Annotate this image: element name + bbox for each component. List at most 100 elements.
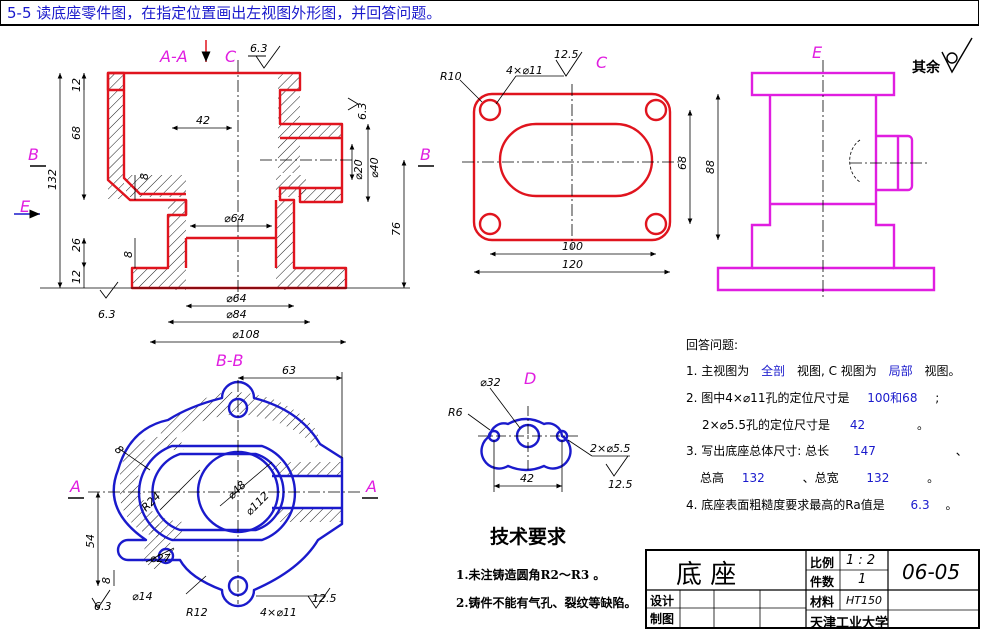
q2b-suffix: 。: [916, 418, 929, 432]
dim-d-holes: 2×⌀5.5: [590, 442, 630, 455]
drawing-number: 06-05: [902, 560, 961, 584]
q3b-prefix: 总高: [700, 471, 725, 485]
material-value: HT150: [846, 594, 882, 607]
left-view-e: E 其余: [716, 37, 973, 300]
q3b-answer-width: 132: [866, 471, 890, 485]
dim-76: 76: [390, 222, 403, 236]
quantity-label: 件数: [810, 575, 835, 589]
left-view-intersection: [849, 139, 861, 183]
question-2: 2. 图中4×⌀11孔的定位尺寸是 100和68 ;: [686, 389, 939, 406]
roughness-125-d-value: 12.5: [608, 478, 633, 491]
quantity-value: 1: [858, 572, 867, 587]
main-outline: [106, 71, 348, 290]
label-b-right: B: [420, 145, 431, 164]
left-view-centerlines: [822, 60, 930, 300]
dim-c-68: 68: [676, 156, 689, 170]
q1-prefix: 1. 主视图为: [686, 364, 750, 378]
dim-8-upper: 8: [138, 173, 151, 180]
dim-dia40: ⌀40: [368, 157, 381, 178]
questions-heading: 回答问题:: [686, 338, 739, 352]
q1-suffix: 视图。: [924, 364, 961, 378]
q4-suffix: 。: [945, 498, 958, 512]
q1-middle: 视图, C 视图为: [796, 364, 877, 378]
design-label: 设计: [650, 594, 675, 608]
roughness-63-right: 6.3: [356, 103, 369, 121]
dim-42: 42: [196, 114, 210, 127]
exercise-title: 5-5 读底座零件图，在指定位置画出左视图外形图，并回答问题。: [0, 0, 979, 26]
view-d-outline: [480, 417, 572, 472]
roughness-rest-label: 其余: [912, 59, 941, 76]
dim-dia64-base: ⌀64: [226, 292, 247, 305]
question-4: 4. 底座表面粗糙度要求最高的Ra值是 6.3 。: [686, 496, 957, 513]
q3b-middle: 、总宽: [802, 471, 839, 485]
view-c-centerlines: [462, 84, 684, 250]
dim-8-lower: 8: [122, 251, 135, 258]
q1-answer-2: 局部: [888, 364, 913, 378]
roughness-125-c: [555, 51, 583, 77]
roughness-125-bb-value: 12.5: [312, 592, 337, 605]
q3-answer-length: 147: [852, 444, 876, 458]
dim-dia108: ⌀108: [232, 328, 260, 341]
roughness-63-bb-value: 6.3: [94, 600, 112, 613]
part-name: 底 座: [676, 560, 737, 590]
dim-bb-54: 54: [84, 534, 97, 548]
dim-dia64-inner: ⌀64: [224, 212, 245, 225]
q3-suffix: 、: [955, 444, 968, 458]
roughness-63-bb: [91, 589, 111, 609]
roughness-125-d: [605, 455, 629, 477]
title-block-frame: [645, 549, 980, 629]
q3b-answer-height: 132: [741, 471, 765, 485]
dim-d-dia32: ⌀32: [480, 376, 501, 389]
tech-requirement-1: 1.未注铸造圆角R2～R3 。: [456, 568, 606, 582]
roughness-125-c-value: 12.5: [554, 48, 579, 61]
dim-12-top: 12: [70, 78, 83, 92]
q2b-prefix: 2×⌀5.5孔的定位尺寸是: [702, 418, 830, 432]
dim-c-r10: R10: [440, 70, 462, 83]
view-c-dimension-lines: [459, 75, 721, 275]
organization: 天津工业大学: [810, 616, 889, 629]
main-section-view: 42 68 132 12 8 26 8 12 ⌀64 ⌀20 ⌀40 76 ⌀6…: [14, 40, 434, 345]
dim-bb-63: 63: [282, 364, 296, 377]
label-b-left: B: [28, 145, 39, 164]
dim-c-88: 88: [704, 160, 717, 174]
bb-centerlines: [88, 380, 360, 604]
dim-12-bottom: 12: [70, 270, 83, 284]
dim-bb-8b: 8: [100, 577, 113, 584]
roughness-63-top: 6.3: [250, 42, 268, 55]
dim-c-holes: 4×⌀11: [506, 64, 543, 77]
scale-label: 比例: [810, 556, 835, 570]
q2-answer: 100和68: [867, 391, 918, 405]
roughness-125-bb: [307, 587, 331, 609]
tech-requirements-title: 技术要求: [490, 526, 567, 548]
dim-bb-dia112: ⌀112: [243, 489, 272, 518]
q1-answer-1: 全剖: [761, 364, 786, 378]
question-2b: 2×⌀5.5孔的定位尺寸是 42 。: [702, 416, 929, 433]
label-e-arrow: E: [20, 197, 31, 216]
dim-c-120: 120: [562, 258, 583, 271]
q2-prefix: 2. 图中4×⌀11孔的定位尺寸是: [686, 391, 850, 405]
q2b-answer: 42: [849, 418, 866, 432]
question-1: 1. 主视图为 全剖 视图, C 视图为 局部 视图。: [686, 362, 960, 379]
label-a-right: A: [365, 477, 377, 496]
label-b-b: B-B: [216, 351, 243, 370]
q4-answer: 6.3: [910, 498, 930, 512]
label-a-left: A: [69, 477, 81, 496]
draw-label: 制图: [650, 612, 675, 626]
q2-suffix: ;: [935, 391, 940, 405]
dim-d-42: 42: [520, 472, 534, 485]
q3b-suffix: 。: [927, 471, 940, 485]
label-view-c: C: [596, 53, 608, 72]
label-view-e: E: [812, 43, 823, 62]
tech-requirement-2: 2.铸件不能有气孔、裂纹等缺陷。: [456, 596, 637, 610]
roughness-rest-symbol: [941, 37, 973, 74]
dim-68: 68: [70, 126, 83, 140]
view-d: ⌀32 R6 2×⌀5.5 42 12.5 D: [448, 369, 633, 492]
dim-bb-dia14: ⌀14: [132, 590, 153, 603]
dim-bb-dia27: ⌀27: [150, 552, 171, 565]
view-d-centerlines: [478, 406, 580, 470]
main-hatching: [108, 73, 346, 290]
roughness-63-bottom: 6.3: [98, 308, 116, 321]
label-view-d: D: [524, 369, 536, 388]
dim-26: 26: [70, 238, 83, 252]
